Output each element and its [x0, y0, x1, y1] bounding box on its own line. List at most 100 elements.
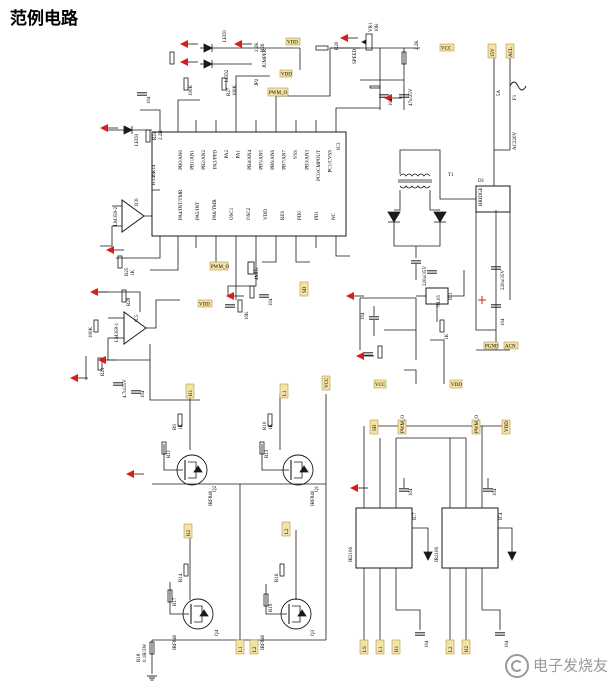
- tag-l2-bridge: [249, 639, 259, 655]
- svg-text:104: 104: [409, 488, 414, 496]
- page-title: 范例电路: [10, 9, 78, 29]
- mosfet-q2: [176, 454, 208, 486]
- mcu-pin-label: PB2/AN2: [202, 150, 207, 170]
- svg-text:R25: R25: [125, 267, 130, 276]
- svg-text:VDD: VDD: [199, 303, 210, 308]
- mcu-part: HT46R14: [152, 165, 157, 186]
- opamp-ic5: [123, 311, 147, 345]
- svg-text:L2: L2: [285, 528, 290, 534]
- svg-text:R14: R14: [179, 573, 184, 582]
- ic4-ref: IC4: [499, 512, 504, 520]
- ic1-part: 78L05: [437, 294, 442, 308]
- svg-text:15V: 15V: [491, 48, 496, 57]
- svg-text:2.2K: 2.2K: [255, 42, 260, 52]
- crystal: [247, 261, 255, 275]
- svg-text:104: 104: [389, 98, 394, 106]
- mcu-pin-label: PA2: [225, 150, 230, 159]
- mcu-bottom-pins: [159, 236, 337, 248]
- tag-vdd-top: [285, 37, 301, 46]
- svg-text:PGND: PGND: [485, 345, 499, 350]
- svg-text:R16: R16: [275, 573, 280, 582]
- tag-pwm-top: [267, 87, 289, 97]
- svg-text:LS: LS: [363, 646, 368, 652]
- svg-text:1K: 1K: [179, 424, 184, 431]
- q4-part: IRF840: [173, 634, 178, 650]
- tag-l2: [281, 521, 291, 537]
- svg-text:104: 104: [361, 312, 366, 320]
- svg-text:ACL: ACL: [509, 47, 514, 57]
- svg-text:2.2K: 2.2K: [415, 40, 420, 50]
- svg-text:L2: L2: [253, 646, 258, 652]
- svg-text:220u/35V: 220u/35V: [423, 266, 428, 286]
- mcu-pin-label: OSC2: [247, 207, 252, 220]
- transformer-t1: [398, 173, 432, 189]
- svg-text:104: 104: [493, 488, 498, 496]
- tag-l2-bottom: [445, 639, 455, 655]
- mcu-pin-label: PA5/INT: [196, 202, 201, 220]
- ic1-ref: IC1: [449, 292, 454, 300]
- vr1-value: 10K: [375, 23, 380, 32]
- svg-text:4MHz: 4MHz: [255, 266, 260, 280]
- tag-h2-bottom: [461, 639, 471, 655]
- tag-h2: [183, 523, 193, 539]
- svg-text:R17: R17: [173, 597, 178, 606]
- f1-ref: F1: [513, 94, 518, 100]
- tag-pwm-driver2: [471, 419, 481, 435]
- svg-text:VDD: VDD: [505, 421, 510, 432]
- svg-text:L1: L1: [283, 390, 288, 396]
- led3-label: LED3: [135, 133, 140, 146]
- led2-label: LED2: [225, 69, 230, 82]
- led2-symbol: [203, 59, 213, 69]
- mcu-pin-label: PB0/AN0: [179, 150, 184, 170]
- svg-text:100K: 100K: [233, 85, 238, 97]
- svg-text:104: 104: [269, 298, 274, 306]
- ic7-ref: IC7: [413, 512, 418, 520]
- svg-text:H2: H2: [465, 645, 470, 652]
- tag-sd-mid: [299, 281, 309, 297]
- tag-vdd-driver: [501, 419, 511, 435]
- led1-symbol: [203, 43, 213, 53]
- svg-text:R28: R28: [127, 297, 132, 306]
- svg-text:H1: H1: [189, 389, 194, 396]
- svg-text:104: 104: [425, 640, 430, 648]
- mcu-pin-label: PA6/TMR: [213, 199, 218, 220]
- q2-part: IRF840: [209, 490, 214, 506]
- svg-text:4.7u/25V: 4.7u/25V: [123, 379, 128, 398]
- svg-text:PWM_O: PWM_O: [269, 91, 287, 96]
- mcu-pin-label: NC: [332, 212, 337, 220]
- watermark-text: 电子发烧友: [532, 656, 608, 675]
- tag-ls-left: [359, 639, 369, 655]
- ic6-part: LM358-2: [114, 206, 119, 226]
- mcu-pin-label: PC1/CVSS: [329, 150, 334, 173]
- tag-h1: [185, 383, 195, 399]
- tag-acn-right: [503, 341, 519, 350]
- ic4-part: IR2106: [435, 547, 440, 563]
- vr1-ref: VR1: [369, 22, 374, 32]
- svg-text:R26: R26: [261, 43, 266, 52]
- q2-ref: Q2: [213, 485, 218, 492]
- led1-label: LED1: [223, 29, 228, 42]
- mcu-pin-label: PB7/AN7: [283, 150, 288, 170]
- svg-text:VCC: VCC: [375, 383, 386, 388]
- svg-text:SD: SD: [373, 424, 378, 431]
- svg-text:100K: 100K: [189, 85, 194, 97]
- ic7-part: IR2106: [349, 547, 354, 563]
- svg-text:PWM_O: PWM_O: [401, 415, 406, 433]
- tag-l1: [279, 383, 289, 399]
- svg-text:47u/25V: 47u/25V: [409, 88, 414, 106]
- mcu-pin-label: PB5/AN5: [260, 150, 265, 170]
- tag-vcc-bridge: [321, 375, 331, 391]
- tag-pgnd-right: [483, 341, 499, 350]
- tag-sd-driver: [369, 419, 379, 435]
- svg-text:R19: R19: [269, 603, 274, 612]
- speed-label: SPEED: [353, 48, 358, 64]
- svg-text:R13: R13: [265, 449, 270, 458]
- t1-label: T1: [448, 173, 454, 178]
- svg-text:104: 104: [141, 390, 146, 398]
- svg-text:104: 104: [501, 318, 506, 326]
- svg-text:VDD: VDD: [281, 73, 292, 78]
- mcu-pin-label: RES: [281, 211, 286, 220]
- jumper-ref: JP2: [255, 78, 260, 86]
